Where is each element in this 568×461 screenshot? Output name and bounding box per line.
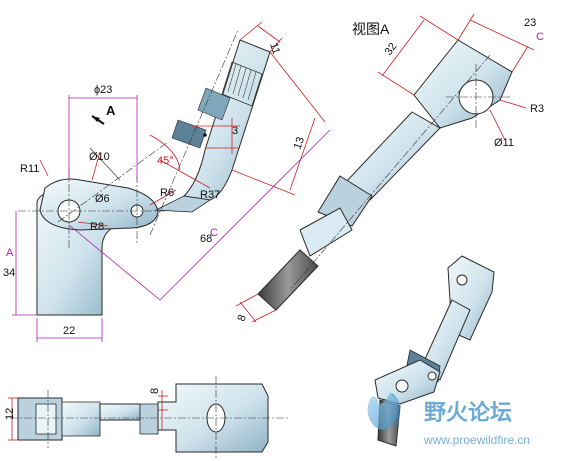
dim-32: 32 xyxy=(383,41,400,58)
dim-22: 22 xyxy=(63,325,75,337)
top-view xyxy=(10,376,290,458)
view-a-title: 视图A xyxy=(352,21,390,37)
view-arrow-a: A xyxy=(91,103,116,125)
dim-11-top: 11 xyxy=(267,41,282,56)
dim-phi23: ϕ23 xyxy=(94,84,112,96)
dim-phi10: Ø10 xyxy=(89,151,110,163)
dim-r6: R6 xyxy=(160,187,174,199)
dim-13: 13 xyxy=(292,135,307,151)
watermark-logo-icon xyxy=(367,392,401,430)
dim-3: 3 xyxy=(232,125,238,137)
dim-12: 12 xyxy=(4,408,16,420)
dim-68: 68 xyxy=(200,233,212,245)
watermark-url: www.proewildfire.cn xyxy=(423,433,530,447)
dim-r11: R11 xyxy=(20,163,39,175)
watermark-brand: 野火论坛 xyxy=(424,400,512,425)
dim-23-right: 23 xyxy=(524,17,536,29)
dim-r37: R37 xyxy=(200,189,220,201)
dim-8-mid: 8 xyxy=(236,313,249,323)
dim-r3: R3 xyxy=(530,103,544,115)
dim-8-bottom: 8 xyxy=(149,388,161,394)
front-view-dimensions xyxy=(39,21,326,227)
dim-a-label: A xyxy=(6,247,14,259)
front-view xyxy=(18,29,271,316)
front-view-dim-magenta xyxy=(12,95,331,342)
top-view-dimensions xyxy=(8,390,168,441)
dim-c-label: C xyxy=(210,227,218,239)
dim-r8: R8 xyxy=(90,221,104,233)
view-arrow-label: A xyxy=(106,103,116,118)
view-a-dimensions xyxy=(235,13,535,323)
watermark: 野火论坛 www.proewildfire.cn xyxy=(367,392,530,447)
dim-c-right: C xyxy=(536,31,544,43)
dim-34: 34 xyxy=(3,267,15,279)
dim-phi11: Ø11 xyxy=(494,137,514,149)
dim-angle-45: 45° xyxy=(157,155,174,167)
dim-phi6: Ø6 xyxy=(95,193,110,205)
